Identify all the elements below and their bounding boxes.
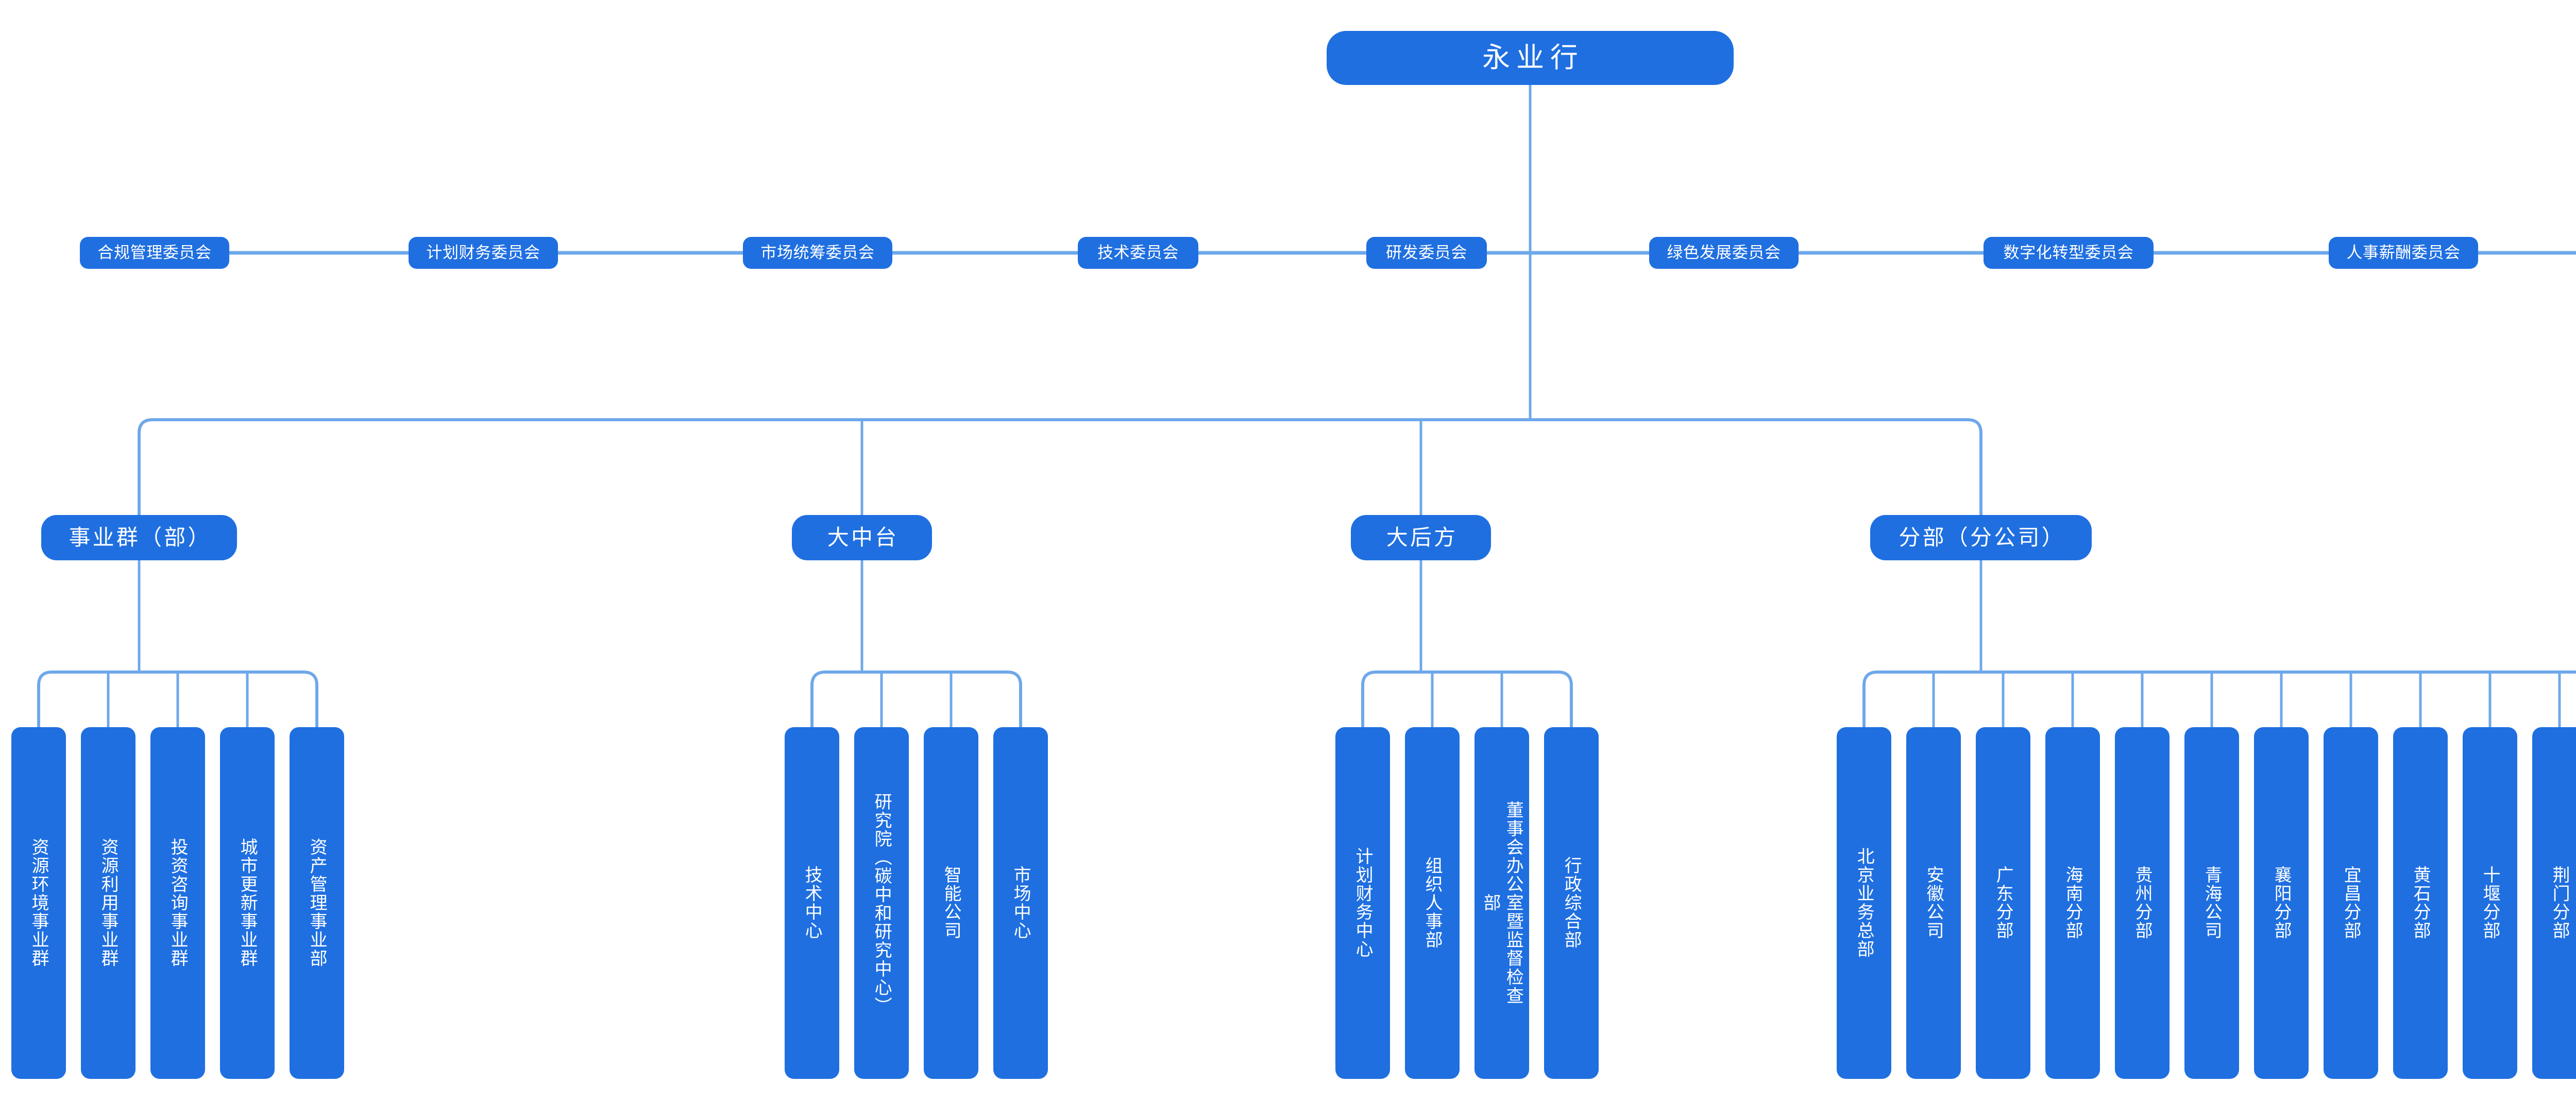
committee-node[interactable]: 研发委员会 xyxy=(1366,237,1487,269)
leaf-node[interactable]: 资源环境事业群 xyxy=(11,727,66,1079)
group-node[interactable]: 分部（分公司） xyxy=(1870,515,2092,560)
leaf-node[interactable]: 宜昌分部 xyxy=(2324,727,2378,1079)
committee-node-label: 市场统筹委员会 xyxy=(760,244,875,262)
committee-node-label: 人事薪酬委员会 xyxy=(2346,244,2461,262)
leaf-node[interactable]: 安徽公司 xyxy=(1906,727,1961,1079)
leaf-node[interactable]: 十堰分部 xyxy=(2463,727,2517,1079)
leaf-node[interactable]: 北京业务总部 xyxy=(1837,727,1891,1079)
leaf-node-label: 荆门分部 xyxy=(2550,866,2570,940)
committee-node[interactable]: 合规管理委员会 xyxy=(80,237,229,269)
leaf-node[interactable]: 智能公司 xyxy=(924,727,978,1079)
leaf-node-label: 安徽公司 xyxy=(1924,866,1944,940)
committee-node[interactable]: 数字化转型委员会 xyxy=(1984,237,2154,269)
leaf-node[interactable]: 投资咨询事业群 xyxy=(150,727,205,1079)
group-node[interactable]: 大后方 xyxy=(1351,515,1491,560)
leaf-node-label: 技术中心 xyxy=(802,866,822,940)
leaf-node[interactable]: 董事会办公室暨监督检查部 xyxy=(1475,727,1529,1079)
connector-line xyxy=(1361,671,1573,727)
leaf-node[interactable]: 资源利用事业群 xyxy=(81,727,135,1079)
leaf-node-label: 董事会办公室暨监督检查部 xyxy=(1481,801,1523,1005)
leaf-node-label: 青海公司 xyxy=(2202,866,2222,940)
leaf-node[interactable]: 行政综合部 xyxy=(1544,727,1599,1079)
leaf-node-label: 智能公司 xyxy=(941,866,961,940)
committee-node[interactable]: 市场统筹委员会 xyxy=(743,237,892,269)
leaf-node[interactable]: 组织人事部 xyxy=(1405,727,1460,1079)
leaf-node-label: 广东分部 xyxy=(1993,866,2013,940)
leaf-node-label: 城市更新事业群 xyxy=(238,838,258,968)
leaf-node[interactable]: 黄石分部 xyxy=(2393,727,2448,1079)
committee-node[interactable]: 计划财务委员会 xyxy=(409,237,558,269)
committee-node[interactable]: 技术委员会 xyxy=(1078,237,1198,269)
leaf-node-label: 海南分部 xyxy=(2063,866,2083,940)
committee-node[interactable]: 人事薪酬委员会 xyxy=(2329,237,2478,269)
leaf-node-label: 十堰分部 xyxy=(2480,866,2500,940)
leaf-node-label: 北京业务总部 xyxy=(1854,847,1874,959)
leaf-node-label: 组织人事部 xyxy=(1422,856,1443,950)
leaf-node-label: 行政综合部 xyxy=(1562,856,1582,950)
leaf-node[interactable]: 广东分部 xyxy=(1976,727,2030,1079)
root-node-label: 永业行 xyxy=(1482,42,1584,74)
leaf-node[interactable]: 技术中心 xyxy=(785,727,839,1079)
leaf-node[interactable]: 市场中心 xyxy=(993,727,1048,1079)
leaf-node-label: 黄石分部 xyxy=(2411,866,2431,940)
leaf-node-label: 投资咨询事业群 xyxy=(168,838,188,968)
leaf-node-label: 资产管理事业部 xyxy=(307,838,327,968)
leaf-node-label: 资源利用事业群 xyxy=(98,838,118,968)
connector-line xyxy=(138,418,1982,515)
group-node[interactable]: 大中台 xyxy=(792,515,932,560)
group-node-label: 大后方 xyxy=(1386,525,1458,549)
connector-line xyxy=(37,671,318,727)
leaf-node[interactable]: 资产管理事业部 xyxy=(290,727,344,1079)
connector-line xyxy=(1862,671,2576,727)
leaf-node[interactable]: 研究院（碳中和研究中心） xyxy=(854,727,909,1079)
leaf-node-label: 宜昌分部 xyxy=(2341,866,2361,940)
root-node[interactable]: 永业行 xyxy=(1327,31,1734,85)
leaf-node-label: 资源环境事业群 xyxy=(29,838,49,968)
leaf-node-label: 贵州分部 xyxy=(2132,866,2153,940)
leaf-node[interactable]: 青海公司 xyxy=(2184,727,2239,1079)
leaf-node-label: 襄阳分部 xyxy=(2272,866,2292,940)
connector-line xyxy=(810,671,1022,727)
committee-node-label: 技术委员会 xyxy=(1097,244,1179,262)
leaf-node-label: 研究院（碳中和研究中心） xyxy=(872,792,892,1015)
leaf-node-label: 市场中心 xyxy=(1011,866,1031,940)
leaf-node[interactable]: 襄阳分部 xyxy=(2254,727,2309,1079)
leaf-node[interactable]: 荆门分部 xyxy=(2532,727,2576,1079)
committee-node-label: 数字化转型委员会 xyxy=(2003,244,2134,262)
leaf-node[interactable]: 贵州分部 xyxy=(2115,727,2170,1079)
committee-node-label: 研发委员会 xyxy=(1385,244,1468,262)
leaf-node-label: 计划财务中心 xyxy=(1353,847,1373,959)
committee-node-label: 计划财务委员会 xyxy=(426,244,540,262)
group-node-label: 事业群（部） xyxy=(69,525,212,549)
committee-node[interactable]: 绿色发展委员会 xyxy=(1649,237,1799,269)
leaf-node[interactable]: 城市更新事业群 xyxy=(220,727,275,1079)
leaf-node[interactable]: 计划财务中心 xyxy=(1335,727,1390,1079)
group-node[interactable]: 事业群（部） xyxy=(41,515,237,560)
committee-node-label: 合规管理委员会 xyxy=(97,244,212,262)
leaf-node[interactable]: 海南分部 xyxy=(2045,727,2100,1079)
group-node-label: 大中台 xyxy=(827,525,899,549)
committee-node-label: 绿色发展委员会 xyxy=(1667,244,1781,262)
group-node-label: 分部（分公司） xyxy=(1899,525,2065,549)
